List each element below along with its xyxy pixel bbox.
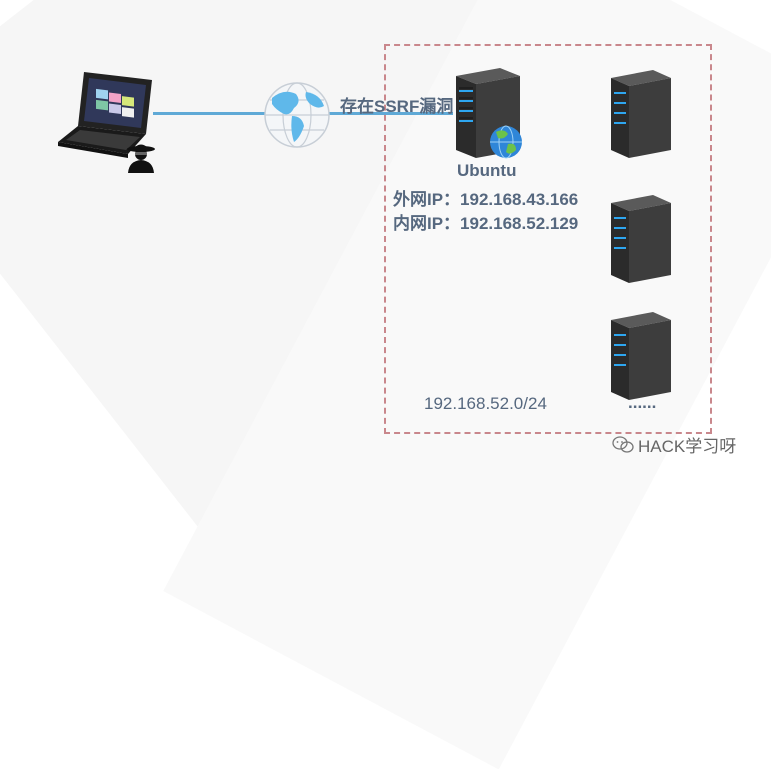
watermark-text: HACK学习呀 bbox=[638, 437, 737, 456]
internal-network-boundary bbox=[384, 44, 712, 434]
server-icon bbox=[611, 70, 671, 158]
server-icon bbox=[611, 312, 671, 400]
hostname-label: Ubuntu bbox=[457, 161, 517, 180]
watermark: HACK学习呀 bbox=[612, 432, 736, 457]
internal-ip-label: 内网IP：192.168.52.129 bbox=[393, 214, 579, 233]
wechat-icon bbox=[612, 435, 634, 453]
globe-icon bbox=[264, 82, 330, 148]
laptop-icon bbox=[58, 72, 152, 158]
subnet-label: 192.168.52.0/24 bbox=[424, 394, 547, 413]
server-icon bbox=[456, 68, 522, 159]
external-ip-label: 外网IP：192.168.43.166 bbox=[393, 190, 579, 209]
hacker-icon bbox=[127, 144, 155, 173]
vulnerability-label: 存在SSRF漏洞 bbox=[340, 97, 454, 116]
server-icon bbox=[611, 195, 671, 283]
more-hosts-label: ...... bbox=[628, 393, 657, 412]
